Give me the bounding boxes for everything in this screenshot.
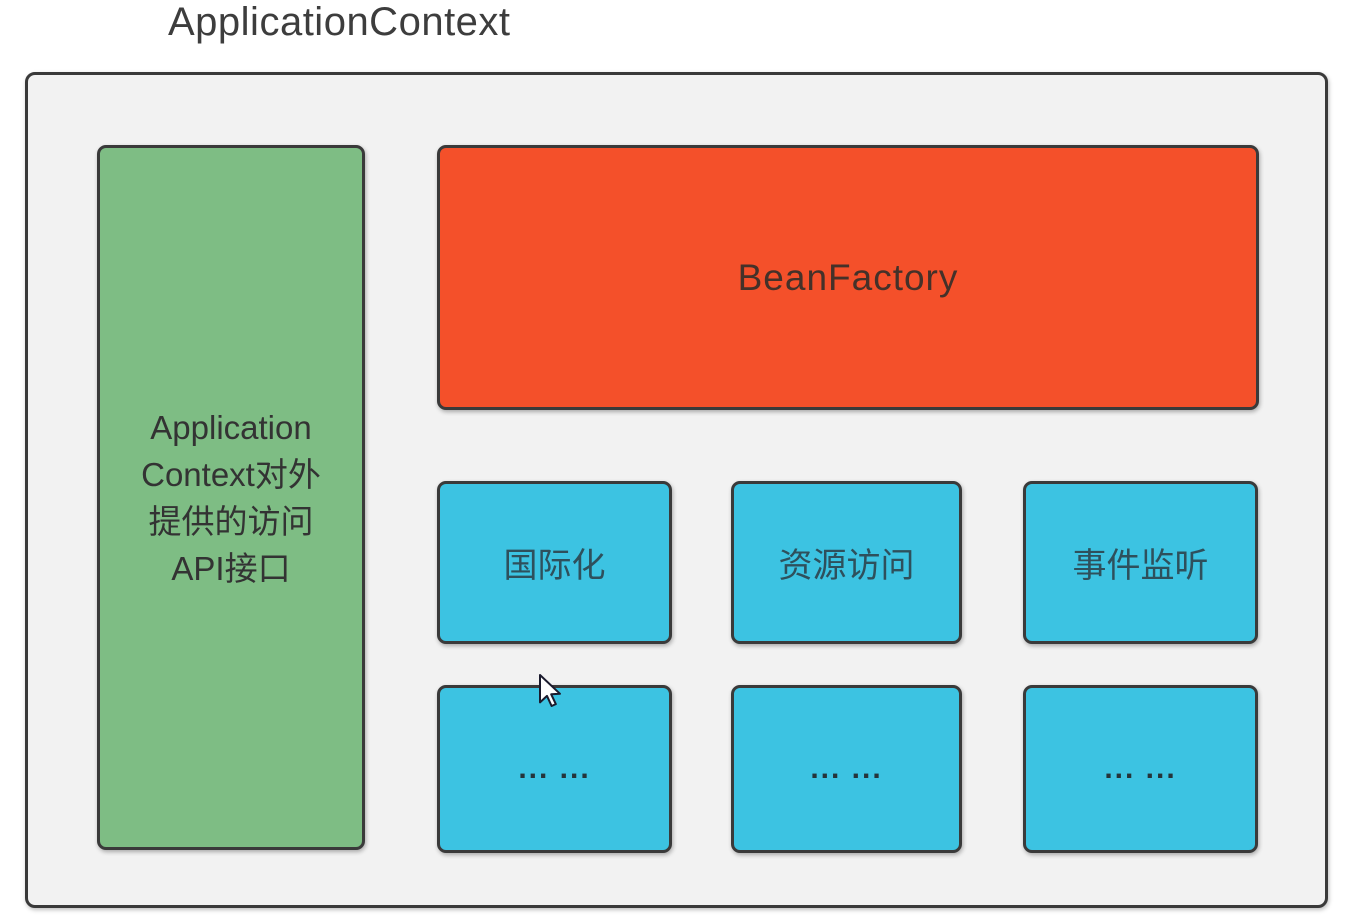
placeholder-label: ... ...	[810, 752, 883, 785]
feature-label: 资源访问	[778, 547, 915, 585]
api-access-box: Application Context对外 提供的访问 API接口	[97, 145, 365, 850]
placeholder-box-1: ... ...	[437, 685, 672, 853]
beanfactory-box: BeanFactory	[437, 145, 1259, 410]
feature-label: 事件监听	[1072, 547, 1209, 585]
placeholder-label: ... ...	[1104, 752, 1177, 785]
placeholder-box-2: ... ...	[731, 685, 962, 853]
beanfactory-label: BeanFactory	[737, 256, 959, 298]
feature-box-event-listening: 事件监听	[1023, 481, 1258, 644]
placeholder-label: ... ...	[518, 752, 591, 785]
diagram-title: ApplicationContext	[168, 0, 511, 44]
placeholder-box-3: ... ...	[1023, 685, 1258, 853]
feature-box-resource-access: 资源访问	[731, 481, 962, 644]
application-context-panel: Application Context对外 提供的访问 API接口 BeanFa…	[25, 72, 1328, 908]
feature-box-i18n: 国际化	[437, 481, 672, 644]
api-access-label: Application Context对外 提供的访问 API接口	[141, 408, 321, 587]
feature-label: 国际化	[503, 547, 606, 585]
